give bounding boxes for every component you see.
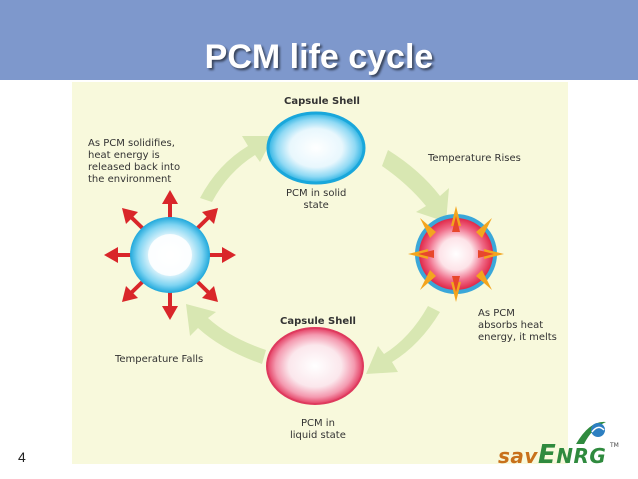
freezing-capsule: [104, 190, 236, 320]
header-bar: [0, 0, 638, 80]
arrow-bottom-left: [186, 304, 266, 364]
slide-title: PCM life cycle: [204, 38, 434, 76]
temperature-rises-label: Temperature Rises: [428, 153, 521, 164]
cycle-arrows: [186, 136, 449, 374]
solid-capsule: [266, 111, 366, 185]
logo-sav-text: sav: [498, 444, 538, 468]
bottom-capsule-caption: Capsule Shell: [280, 316, 356, 327]
temperature-falls-label: Temperature Falls: [115, 354, 204, 365]
logo-swoosh-icon: [576, 421, 606, 444]
logo-nrg-text: NRG: [556, 444, 607, 468]
melting-description: As PCM absorbs heat energy, it melts: [478, 308, 557, 343]
arrow-bottom-right: [366, 306, 440, 374]
logo-trademark: TM: [610, 442, 619, 449]
top-capsule-caption: Capsule Shell: [284, 96, 360, 107]
page-number: 4: [18, 449, 26, 465]
arrow-top-left: [200, 136, 274, 202]
melting-capsule: [408, 206, 504, 302]
logo-e-text: E: [537, 440, 557, 470]
liquid-capsule: [266, 327, 364, 405]
arrow-top-right: [382, 150, 449, 222]
liquid-state-label: PCM in liquid state: [290, 418, 346, 441]
savenrg-logo: savENRG TM: [498, 418, 628, 470]
solidifying-description: As PCM solidifies, heat energy is releas…: [88, 138, 181, 185]
solid-state-label: PCM in solid state: [286, 188, 347, 211]
